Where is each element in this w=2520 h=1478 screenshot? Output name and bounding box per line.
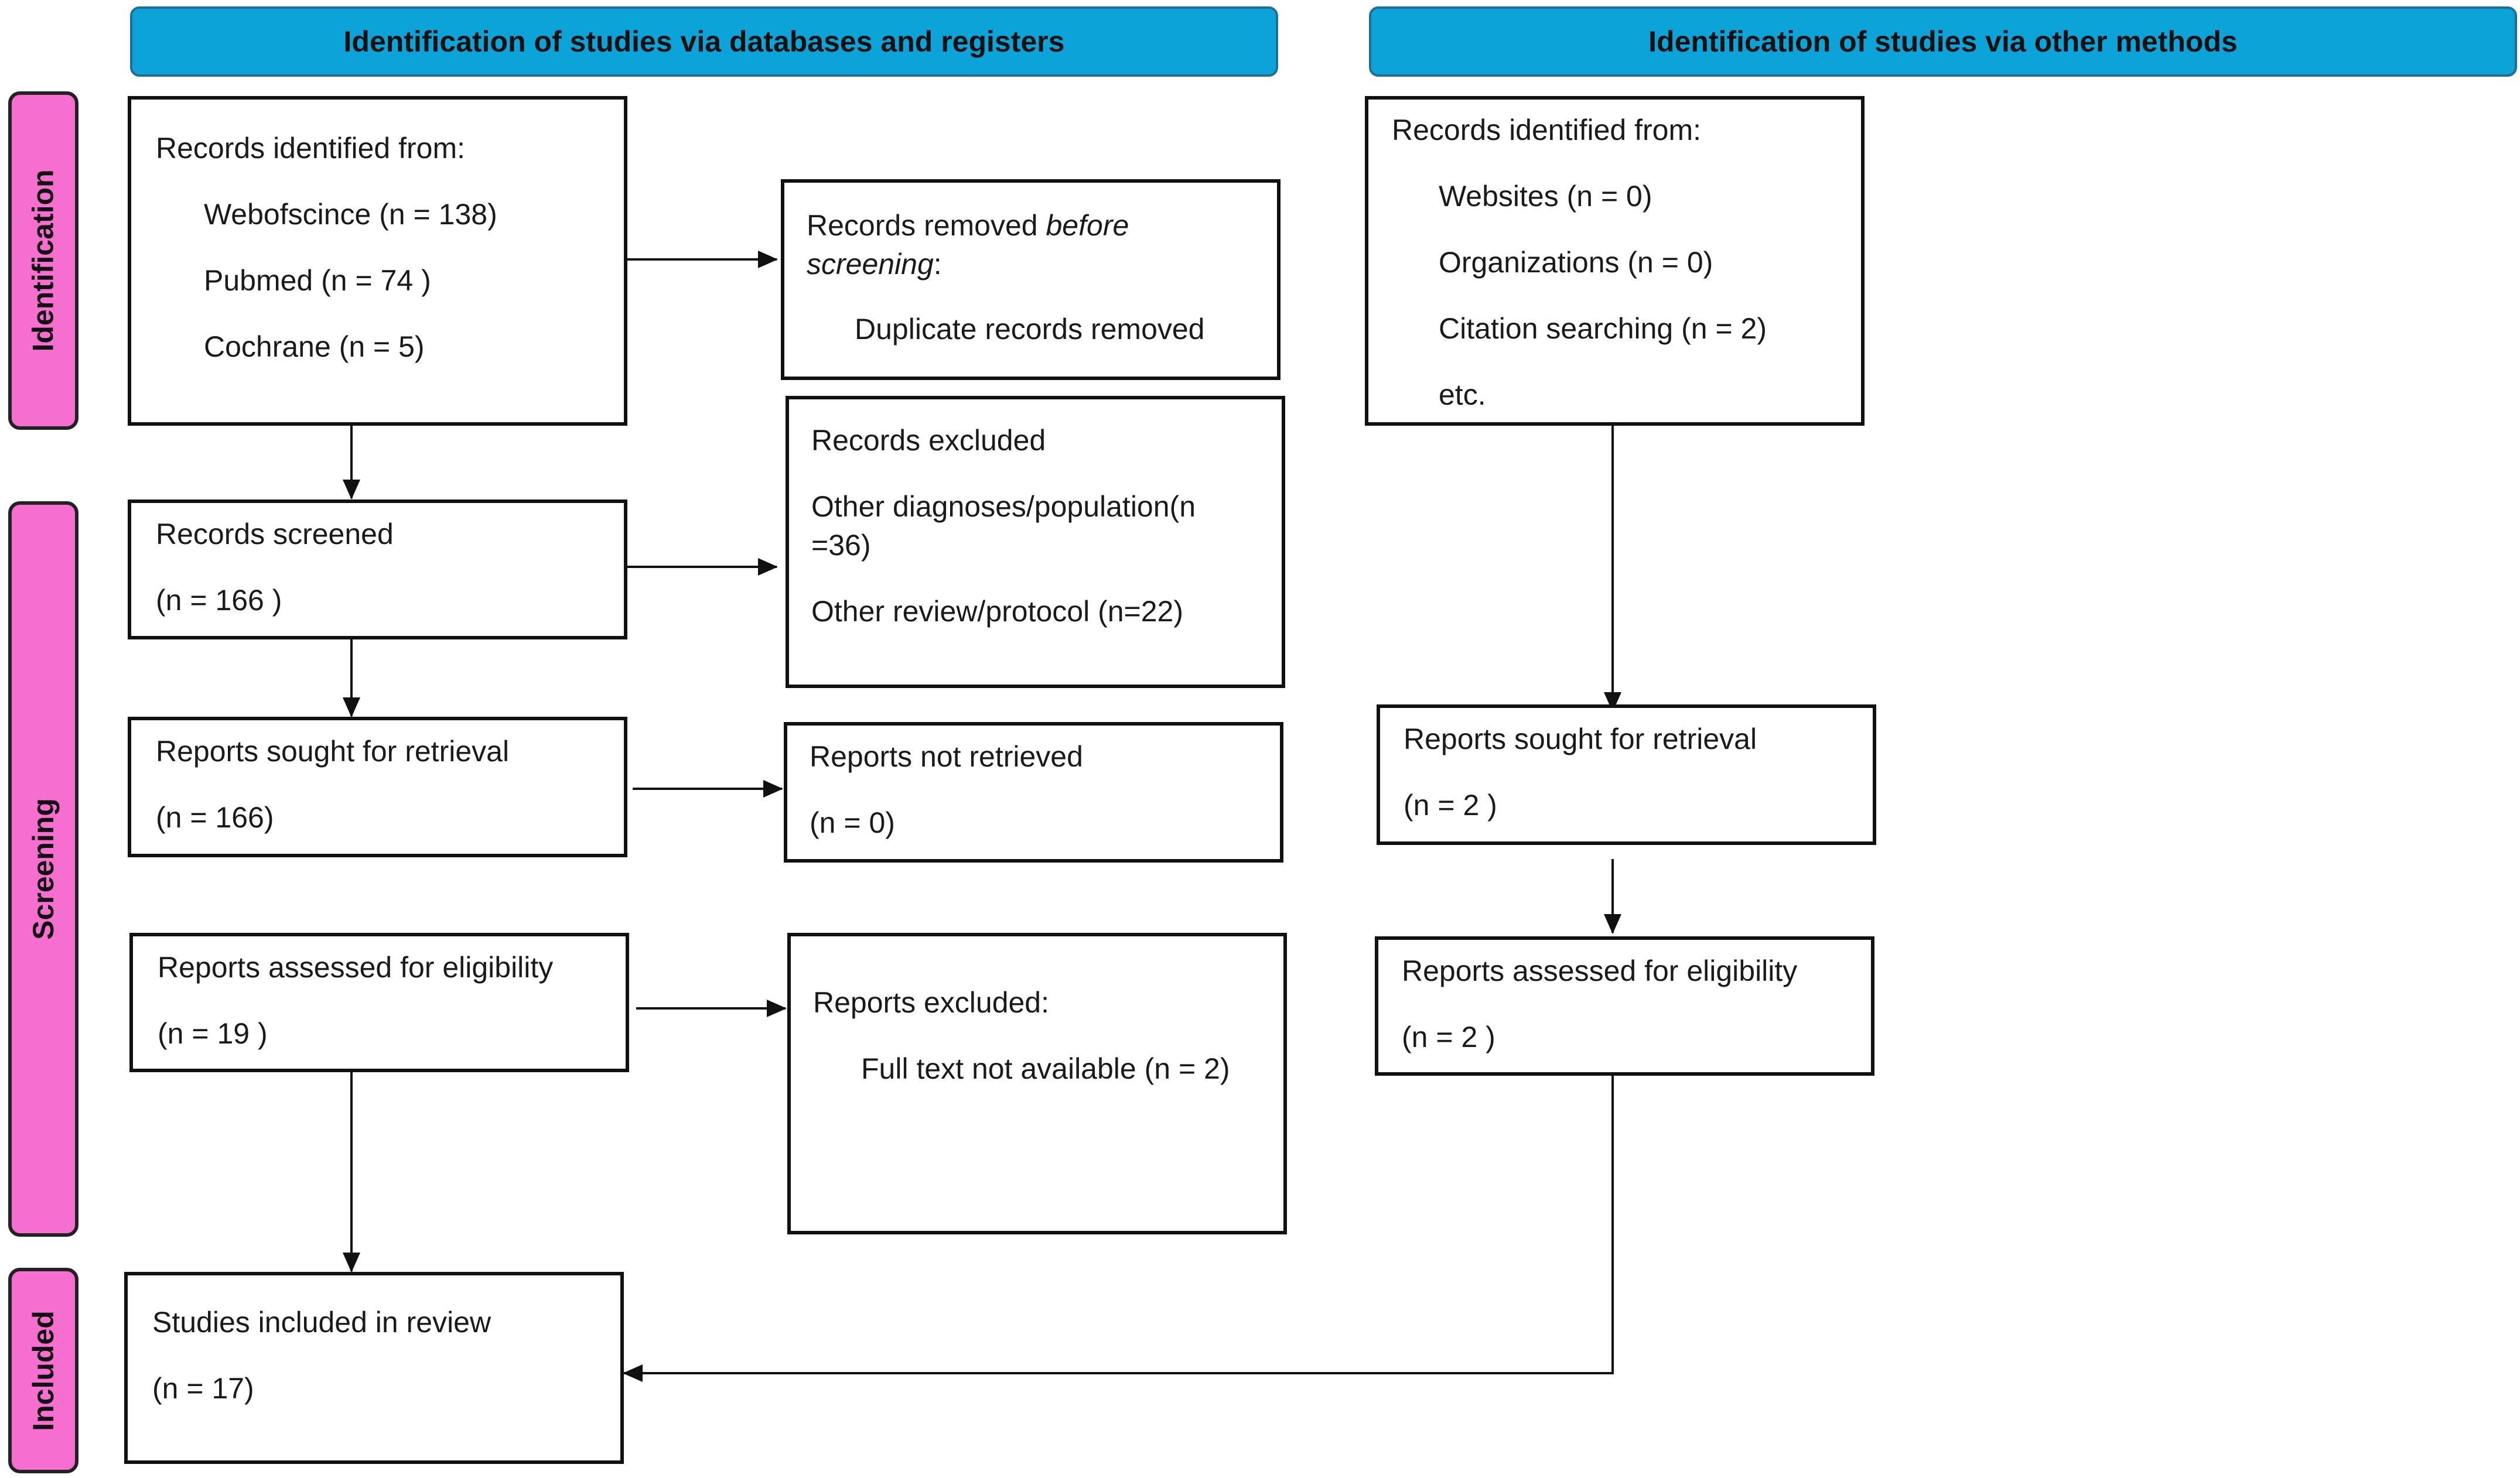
reports-excluded-item: Full text not available (n = 2) xyxy=(861,1052,1230,1085)
header-databases: Identification of studies via databases … xyxy=(130,6,1278,77)
records-identified-source: Pubmed (n = 74 ) xyxy=(204,264,431,297)
studies-included-title: Studies included in review xyxy=(152,1306,491,1339)
records-excluded-item: Other review/protocol (n=22) xyxy=(811,595,1184,628)
box-reports-sought: Reports sought for retrieval (n = 166) xyxy=(128,717,627,857)
box-other-reports-sought: Reports sought for retrieval (n = 2 ) xyxy=(1377,704,1876,845)
reports-assessed-title: Reports assessed for eligibility xyxy=(158,951,554,984)
other-records-identified-source: Organizations (n = 0) xyxy=(1439,246,1713,279)
box-records-removed: Records removed before screening: Duplic… xyxy=(781,179,1281,380)
header-other-methods: Identification of studies via other meth… xyxy=(1369,6,2517,77)
records-excluded-title: Records excluded xyxy=(811,424,1046,457)
box-reports-excluded: Reports excluded: Full text not availabl… xyxy=(787,933,1287,1234)
studies-included-count: (n = 17) xyxy=(152,1372,254,1405)
box-reports-not-retrieved: Reports not retrieved (n = 0) xyxy=(784,722,1283,863)
reports-not-retrieved-title: Reports not retrieved xyxy=(810,740,1083,773)
other-records-identified-source: etc. xyxy=(1439,378,1486,411)
records-removed-title: Records removed before screening: xyxy=(807,206,1182,283)
box-records-identified: Records identified from: Webofscince (n … xyxy=(128,96,627,426)
records-identified-source: Webofscince (n = 138) xyxy=(204,198,497,231)
phase-identification: Identification xyxy=(8,91,78,430)
other-records-identified-source: Citation searching (n = 2) xyxy=(1439,312,1767,345)
reports-not-retrieved-count: (n = 0) xyxy=(810,806,895,839)
arrow-other-assessed-to-included xyxy=(623,1076,1614,1382)
other-records-identified-source: Websites (n = 0) xyxy=(1439,180,1652,213)
records-identified-source: Cochrane (n = 5) xyxy=(204,330,425,363)
box-reports-assessed: Reports assessed for eligibility (n = 19… xyxy=(129,933,629,1072)
records-screened-title: Records screened xyxy=(156,518,394,550)
reports-sought-count: (n = 166) xyxy=(156,801,274,834)
reports-sought-title: Reports sought for retrieval xyxy=(156,735,510,768)
box-records-excluded: Records excluded Other diagnoses/populat… xyxy=(786,396,1285,688)
records-screened-count: (n = 166 ) xyxy=(156,584,282,617)
box-other-records-identified: Records identified from: Websites (n = 0… xyxy=(1365,96,1865,426)
box-studies-included: Studies included in review (n = 17) xyxy=(124,1272,624,1464)
reports-assessed-count: (n = 19 ) xyxy=(158,1017,268,1050)
phase-screening-label: Screening xyxy=(27,798,60,940)
phase-identification-label: Identification xyxy=(27,169,60,352)
other-reports-sought-title: Reports sought for retrieval xyxy=(1404,723,1757,755)
other-records-identified-title: Records identified from: xyxy=(1392,114,1702,146)
records-removed-suffix: : xyxy=(933,248,942,280)
header-other-methods-label: Identification of studies via other meth… xyxy=(1648,25,2238,58)
records-removed-item: Duplicate records removed xyxy=(855,313,1205,345)
records-excluded-item: Other diagnoses/population(n =36) xyxy=(811,490,1196,562)
records-removed-emph: before screening xyxy=(807,209,1129,280)
box-other-reports-assessed: Reports assessed for eligibility (n = 2 … xyxy=(1375,936,1874,1076)
phase-screening: Screening xyxy=(8,501,78,1237)
other-reports-assessed-count: (n = 2 ) xyxy=(1402,1021,1495,1053)
header-databases-label: Identification of studies via databases … xyxy=(343,25,1065,58)
phase-included: Included xyxy=(8,1268,78,1473)
records-removed-prefix: Records removed xyxy=(807,209,1046,242)
phase-included-label: Included xyxy=(27,1310,60,1431)
other-reports-assessed-title: Reports assessed for eligibility xyxy=(1402,954,1798,987)
other-reports-sought-count: (n = 2 ) xyxy=(1404,789,1497,822)
records-identified-title: Records identified from: xyxy=(156,132,466,165)
reports-excluded-title: Reports excluded: xyxy=(813,986,1050,1019)
box-records-screened: Records screened (n = 166 ) xyxy=(128,499,627,639)
